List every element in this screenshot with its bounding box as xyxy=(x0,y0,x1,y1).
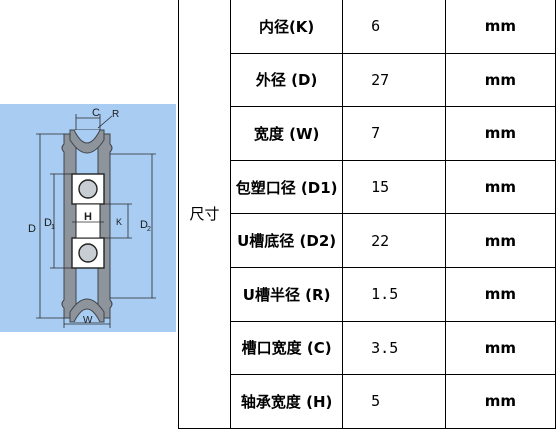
param-unit: mm xyxy=(444,320,556,376)
param-unit: mm xyxy=(444,106,556,161)
ball-top xyxy=(78,179,98,199)
param-name: 包塑口径 (D1) xyxy=(230,159,344,215)
label-k: K xyxy=(116,217,122,227)
table-row: 外径 (D) 27 mm xyxy=(179,52,556,108)
label-d1-sub: 1 xyxy=(51,224,55,231)
label-d2-sub: 2 xyxy=(147,226,151,233)
label-w: W xyxy=(83,315,93,326)
param-name: U槽半径 (R) xyxy=(230,266,344,322)
dimension-lines xyxy=(36,114,156,328)
u-groove-top-cut xyxy=(73,129,101,144)
table-row: 轴承宽度 (H) 5 mm xyxy=(179,374,556,429)
param-name: 外径 (D) xyxy=(230,52,344,108)
dimensions-table: 尺寸 内径(K) 6 mm 外径 (D) 27 mm 宽度 (W) 7 mm 包… xyxy=(177,0,556,429)
pulley-cross-section-diagram: C R D D 1 H K D 2 W xyxy=(0,104,176,332)
pulley-drawing: C R D D 1 H K D 2 W xyxy=(0,104,176,332)
table-row: U槽底径 (D2) 22 mm xyxy=(179,213,556,268)
pulley-body-left xyxy=(61,133,77,319)
label-d1: D xyxy=(44,217,52,229)
param-name: 轴承宽度 (H) xyxy=(230,374,344,429)
param-unit: mm xyxy=(444,213,556,268)
param-unit: mm xyxy=(444,159,556,215)
param-value: 1.5 xyxy=(342,266,446,322)
param-value: 5 xyxy=(342,374,446,429)
label-c: C xyxy=(92,107,100,119)
param-unit: mm xyxy=(444,52,556,108)
section-label: 尺寸 xyxy=(177,0,232,429)
table-row: 槽口宽度 (C) 3.5 mm xyxy=(179,320,556,376)
label-r: R xyxy=(112,109,119,120)
table-row: 宽度 (W) 7 mm xyxy=(179,106,556,161)
label-h: H xyxy=(84,211,92,223)
label-d2: D xyxy=(140,219,148,231)
param-unit: mm xyxy=(444,266,556,322)
param-value: 22 xyxy=(342,213,446,268)
param-name: 槽口宽度 (C) xyxy=(230,320,344,376)
table-row: U槽半径 (R) 1.5 mm xyxy=(179,266,556,322)
param-value: 6 xyxy=(342,0,446,54)
param-value: 27 xyxy=(342,52,446,108)
ball-bottom xyxy=(78,243,98,263)
param-name: 内径(K) xyxy=(230,0,344,54)
table-row: 尺寸 内径(K) 6 mm xyxy=(177,0,556,429)
table-row: 包塑口径 (D1) 15 mm xyxy=(179,159,556,215)
param-value: 15 xyxy=(342,159,446,215)
param-unit: mm xyxy=(444,0,556,54)
param-name: U槽底径 (D2) xyxy=(230,213,344,268)
param-unit: mm xyxy=(444,374,556,429)
param-value: 3.5 xyxy=(342,320,446,376)
bore xyxy=(75,203,101,239)
param-value: 7 xyxy=(342,106,446,161)
param-name: 宽度 (W) xyxy=(230,106,344,161)
u-groove-bottom-cut xyxy=(73,308,101,323)
label-d: D xyxy=(28,223,36,235)
